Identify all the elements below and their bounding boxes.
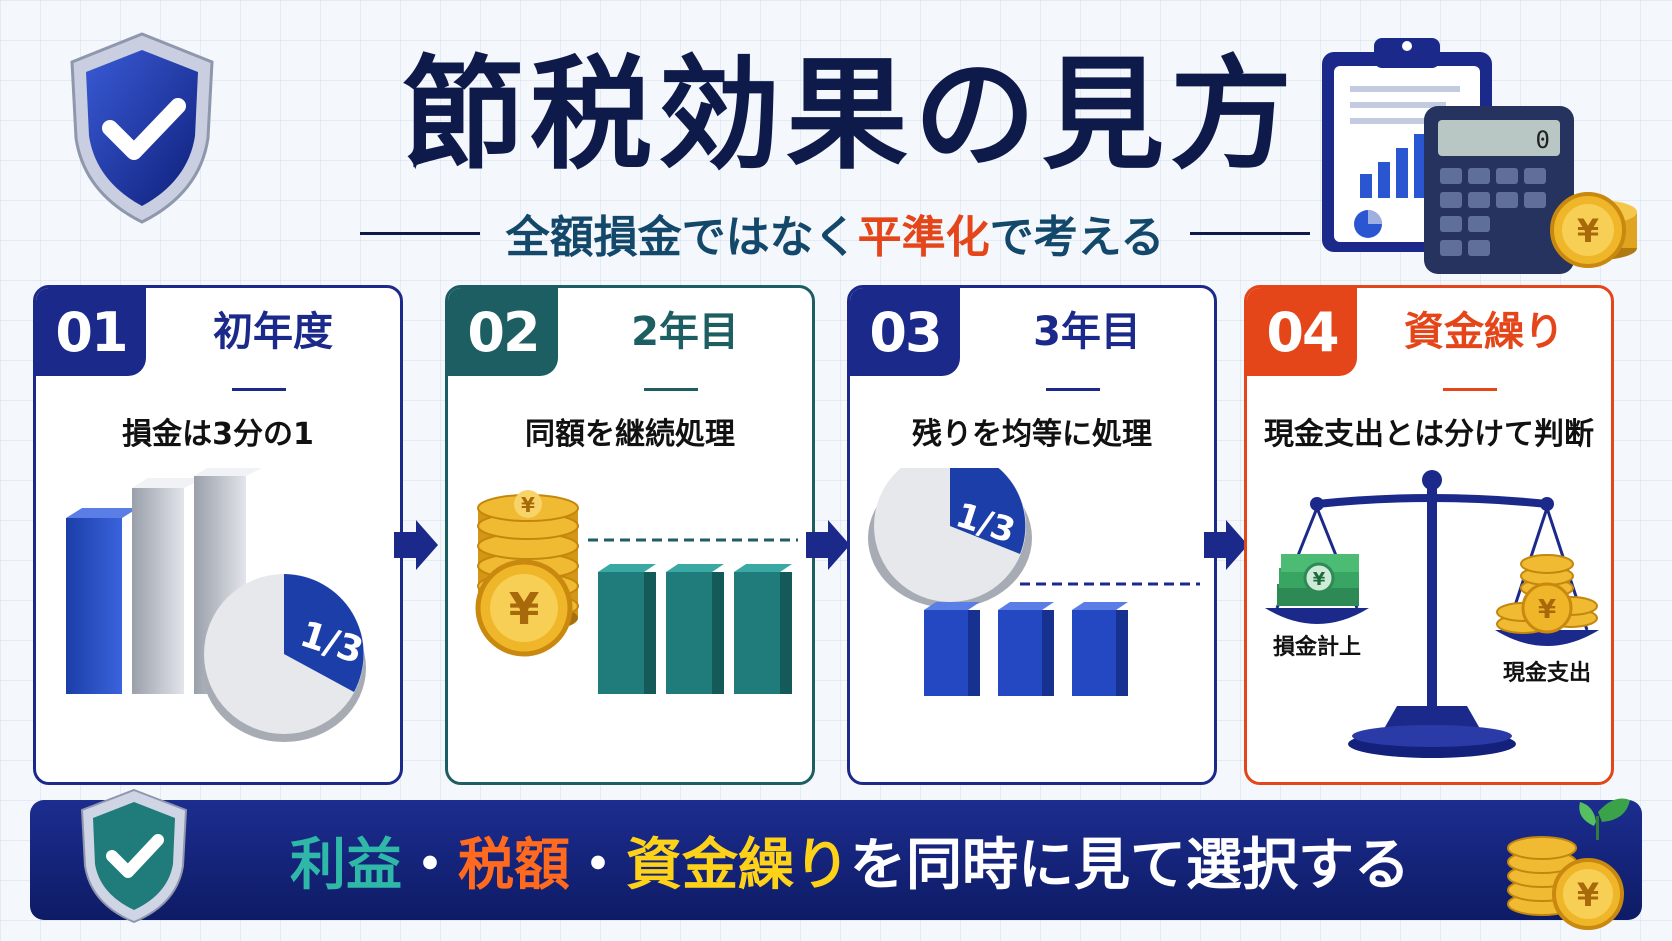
step-title: 資金繰り — [1404, 309, 1564, 355]
subtitle-part2: 平準化 — [857, 212, 990, 263]
step-description: 損金は3分の1 — [122, 417, 314, 452]
summary-profit: 利益 — [290, 832, 402, 898]
step-number-badge: 04 — [1247, 288, 1357, 376]
summary-sep: ・ — [570, 832, 626, 898]
bars-pie-illustration: 1/3 — [66, 468, 368, 742]
coin-symbol: ¥ — [521, 493, 535, 517]
arrow-right-icon — [1204, 520, 1248, 570]
clipboard-calculator-icon: 0 ¥ — [1322, 38, 1637, 274]
scale-left-label: 損金計上 — [1273, 634, 1361, 660]
step-title: 3年目 — [1033, 309, 1141, 355]
step-card-01: 01 初年度 損金は3分の1 1/3 — [33, 285, 403, 785]
step-card-03: 03 3年目 残りを均等に処理 1/3 — [847, 285, 1217, 785]
summary-tax: 税額 — [458, 832, 570, 898]
subtitle-part1: 全額損金ではなく — [505, 212, 858, 263]
summary-cashflow: 資金繰り — [626, 832, 850, 898]
subtitle: 全額損金ではなく平準化で考える — [506, 201, 1165, 265]
step-card-04: 04 資金繰り 現金支出とは分けて判断 ¥ ¥ — [1244, 285, 1614, 785]
step-title: 2年目 — [631, 309, 739, 355]
scale-right-label: 現金支出 — [1503, 660, 1591, 686]
summary-text: 利益・税額・資金繰りを同時に見て選択する — [230, 800, 1470, 920]
subtitle-row: 全額損金ではなく平準化で考える — [290, 205, 1380, 263]
subtitle-line-right — [1190, 231, 1311, 235]
step-number-badge: 03 — [850, 288, 960, 376]
summary-rest: を同時に見て選択する — [850, 832, 1410, 898]
step-title-underline — [1443, 388, 1497, 391]
step-number-badge: 02 — [448, 288, 558, 376]
step-title: 初年度 — [213, 309, 333, 355]
coin-symbol: ¥ — [509, 584, 540, 635]
coin-symbol: ¥ — [1313, 569, 1326, 590]
step-title-underline — [644, 388, 698, 391]
pie-bars-illustration: 1/3 — [868, 468, 1200, 696]
step-description: 同額を継続処理 — [525, 417, 735, 452]
shield-check-icon — [70, 32, 214, 224]
arrow-right-icon — [394, 520, 438, 570]
step-title-underline — [232, 388, 286, 391]
coin-symbol: ¥ — [1577, 212, 1599, 250]
coin-symbol: ¥ — [1538, 595, 1556, 625]
step-description: 残りを均等に処理 — [912, 417, 1152, 452]
coins-bars-illustration: ¥ ¥ — [475, 490, 798, 694]
step-description: 現金支出とは分けて判断 — [1264, 417, 1594, 452]
coins-sprout-icon: ¥ — [1507, 798, 1630, 930]
summary-banner — [30, 800, 1642, 920]
summary-sep: ・ — [402, 832, 458, 898]
step-title-underline — [1046, 388, 1100, 391]
shield-check-icon — [80, 788, 188, 924]
step-card-02: 02 2年目 同額を継続処理 ¥ ¥ — [445, 285, 815, 785]
coin-symbol: ¥ — [1577, 876, 1599, 914]
calculator-display: 0 — [1536, 126, 1550, 154]
subtitle-line-left — [359, 231, 480, 235]
subtitle-part3: で考える — [989, 212, 1165, 263]
step-number-badge: 01 — [36, 288, 146, 376]
balance-scale-illustration: ¥ ¥ 損金計上 現金支出 — [1265, 470, 1599, 758]
page-title: 節税効果の見方 — [402, 44, 1298, 186]
arrow-right-icon — [806, 520, 850, 570]
